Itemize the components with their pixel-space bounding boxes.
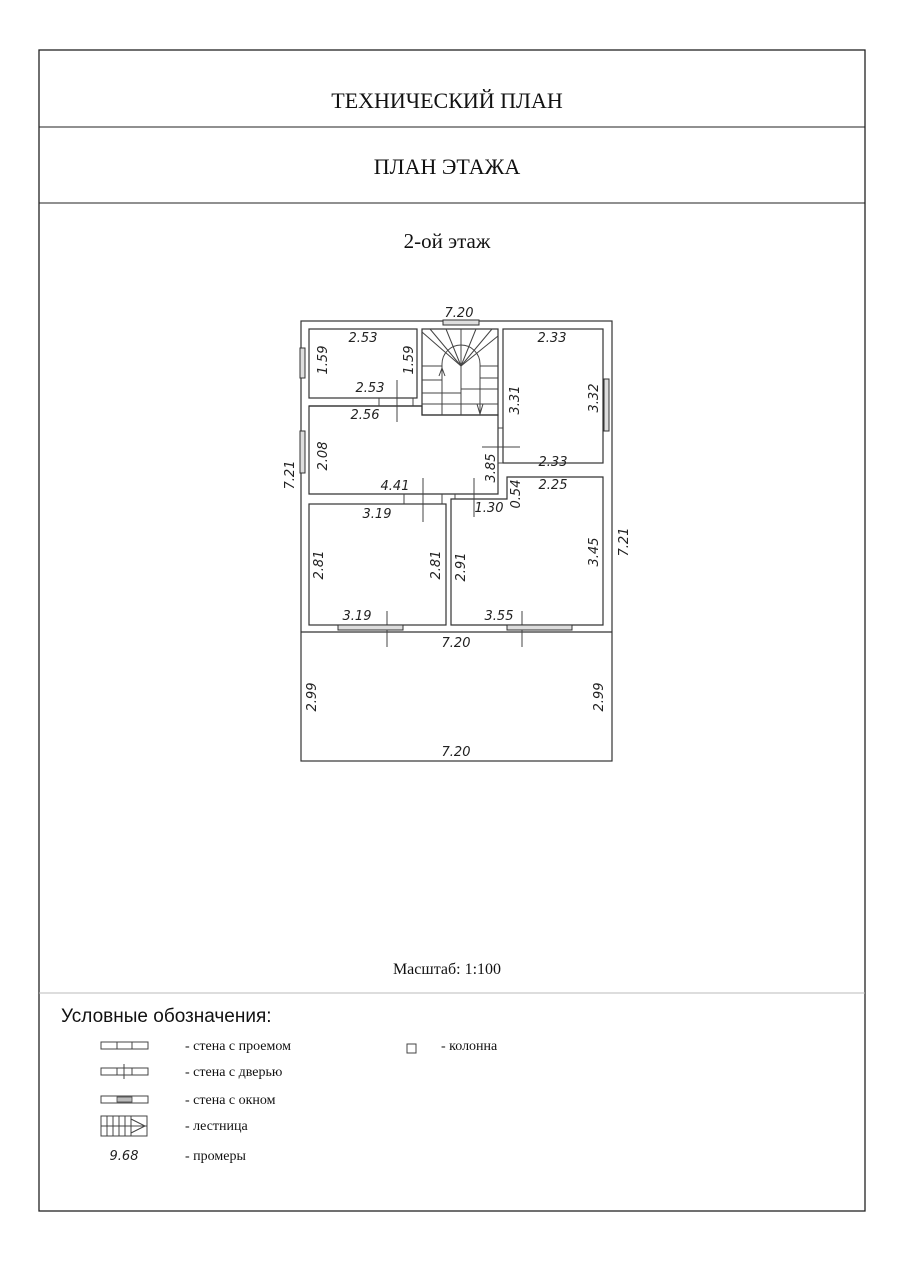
plan-subtitle: ПЛАН ЭТАЖА <box>374 154 521 179</box>
dim-label: 2.99 <box>592 683 607 712</box>
window <box>506 624 573 631</box>
dim-label: 0.54 <box>509 480 524 509</box>
window <box>442 319 480 326</box>
legend-stair-icon <box>100 1115 148 1137</box>
window <box>299 347 306 379</box>
dim-label: 7.21 <box>617 528 632 557</box>
dim-label: 2.56 <box>351 408 380 423</box>
dim-label: 2.53 <box>356 381 385 396</box>
dim-label: 2.99 <box>305 683 320 712</box>
dim-label: 2.33 <box>539 455 568 470</box>
window <box>299 430 306 474</box>
legend-label: - стена с проемом <box>185 1039 291 1054</box>
document-title: ТЕХНИЧЕСКИЙ ПЛАН <box>331 88 563 113</box>
dim-label: 3.19 <box>363 507 392 522</box>
legend-door-icon <box>100 1064 149 1079</box>
dim-label: 1.59 <box>402 346 417 375</box>
room-4 <box>450 476 604 626</box>
dim-label: 2.53 <box>349 331 378 346</box>
scale-label: Масштаб: 1:100 <box>393 961 501 978</box>
dim-label: 2.91 <box>454 553 469 582</box>
room-1 <box>308 328 418 399</box>
legend-label: - стена с дверью <box>185 1065 282 1080</box>
dim-label: 3.32 <box>587 384 602 413</box>
dim-label: 4.41 <box>381 479 410 494</box>
dim-label: 3.31 <box>508 386 523 415</box>
dim-label: 2.81 <box>429 551 444 580</box>
dim-label: 2.08 <box>316 442 331 471</box>
dim-label: 2.25 <box>539 478 568 493</box>
dim-label: 3.85 <box>484 454 499 483</box>
legend-label: - лестница <box>185 1119 249 1134</box>
hall <box>308 405 499 495</box>
dim-label: 7.20 <box>442 745 471 760</box>
legend-title: Условные обозначения: <box>61 1006 272 1027</box>
dim-label: 7.20 <box>442 636 471 651</box>
sheet-frame <box>38 49 866 1212</box>
legend-opening-icon <box>100 1041 149 1050</box>
floor-label: 2-ой этаж <box>404 229 491 253</box>
legend-column-icon <box>406 1043 417 1054</box>
room-3 <box>308 503 447 626</box>
dim-label: 3.45 <box>587 538 602 567</box>
dim-label: 2.81 <box>312 551 327 580</box>
dim-label: 3.55 <box>485 609 514 624</box>
dim-label: 3.19 <box>343 609 372 624</box>
legend-window-icon <box>100 1095 149 1104</box>
floor-plan: 7.20 2.53 2.53 2.56 2.33 2.33 4.41 3.19 … <box>283 306 632 762</box>
dim-label: 1.30 <box>475 501 504 516</box>
window <box>603 378 610 432</box>
legend-label: - промеры <box>185 1149 246 1164</box>
dim-label: 1.59 <box>316 346 331 375</box>
window <box>337 624 404 631</box>
staircase <box>421 328 499 416</box>
legend-label: - стена с окном <box>185 1093 276 1108</box>
dim-label: 7.21 <box>283 461 298 490</box>
dim-label: 2.33 <box>538 331 567 346</box>
outer-wall <box>300 320 613 762</box>
legend-label: - колонна <box>441 1039 498 1054</box>
legend-measure-sample: 9.68 <box>110 1149 139 1164</box>
room-2 <box>502 328 604 464</box>
dim-label: 7.20 <box>445 306 474 321</box>
